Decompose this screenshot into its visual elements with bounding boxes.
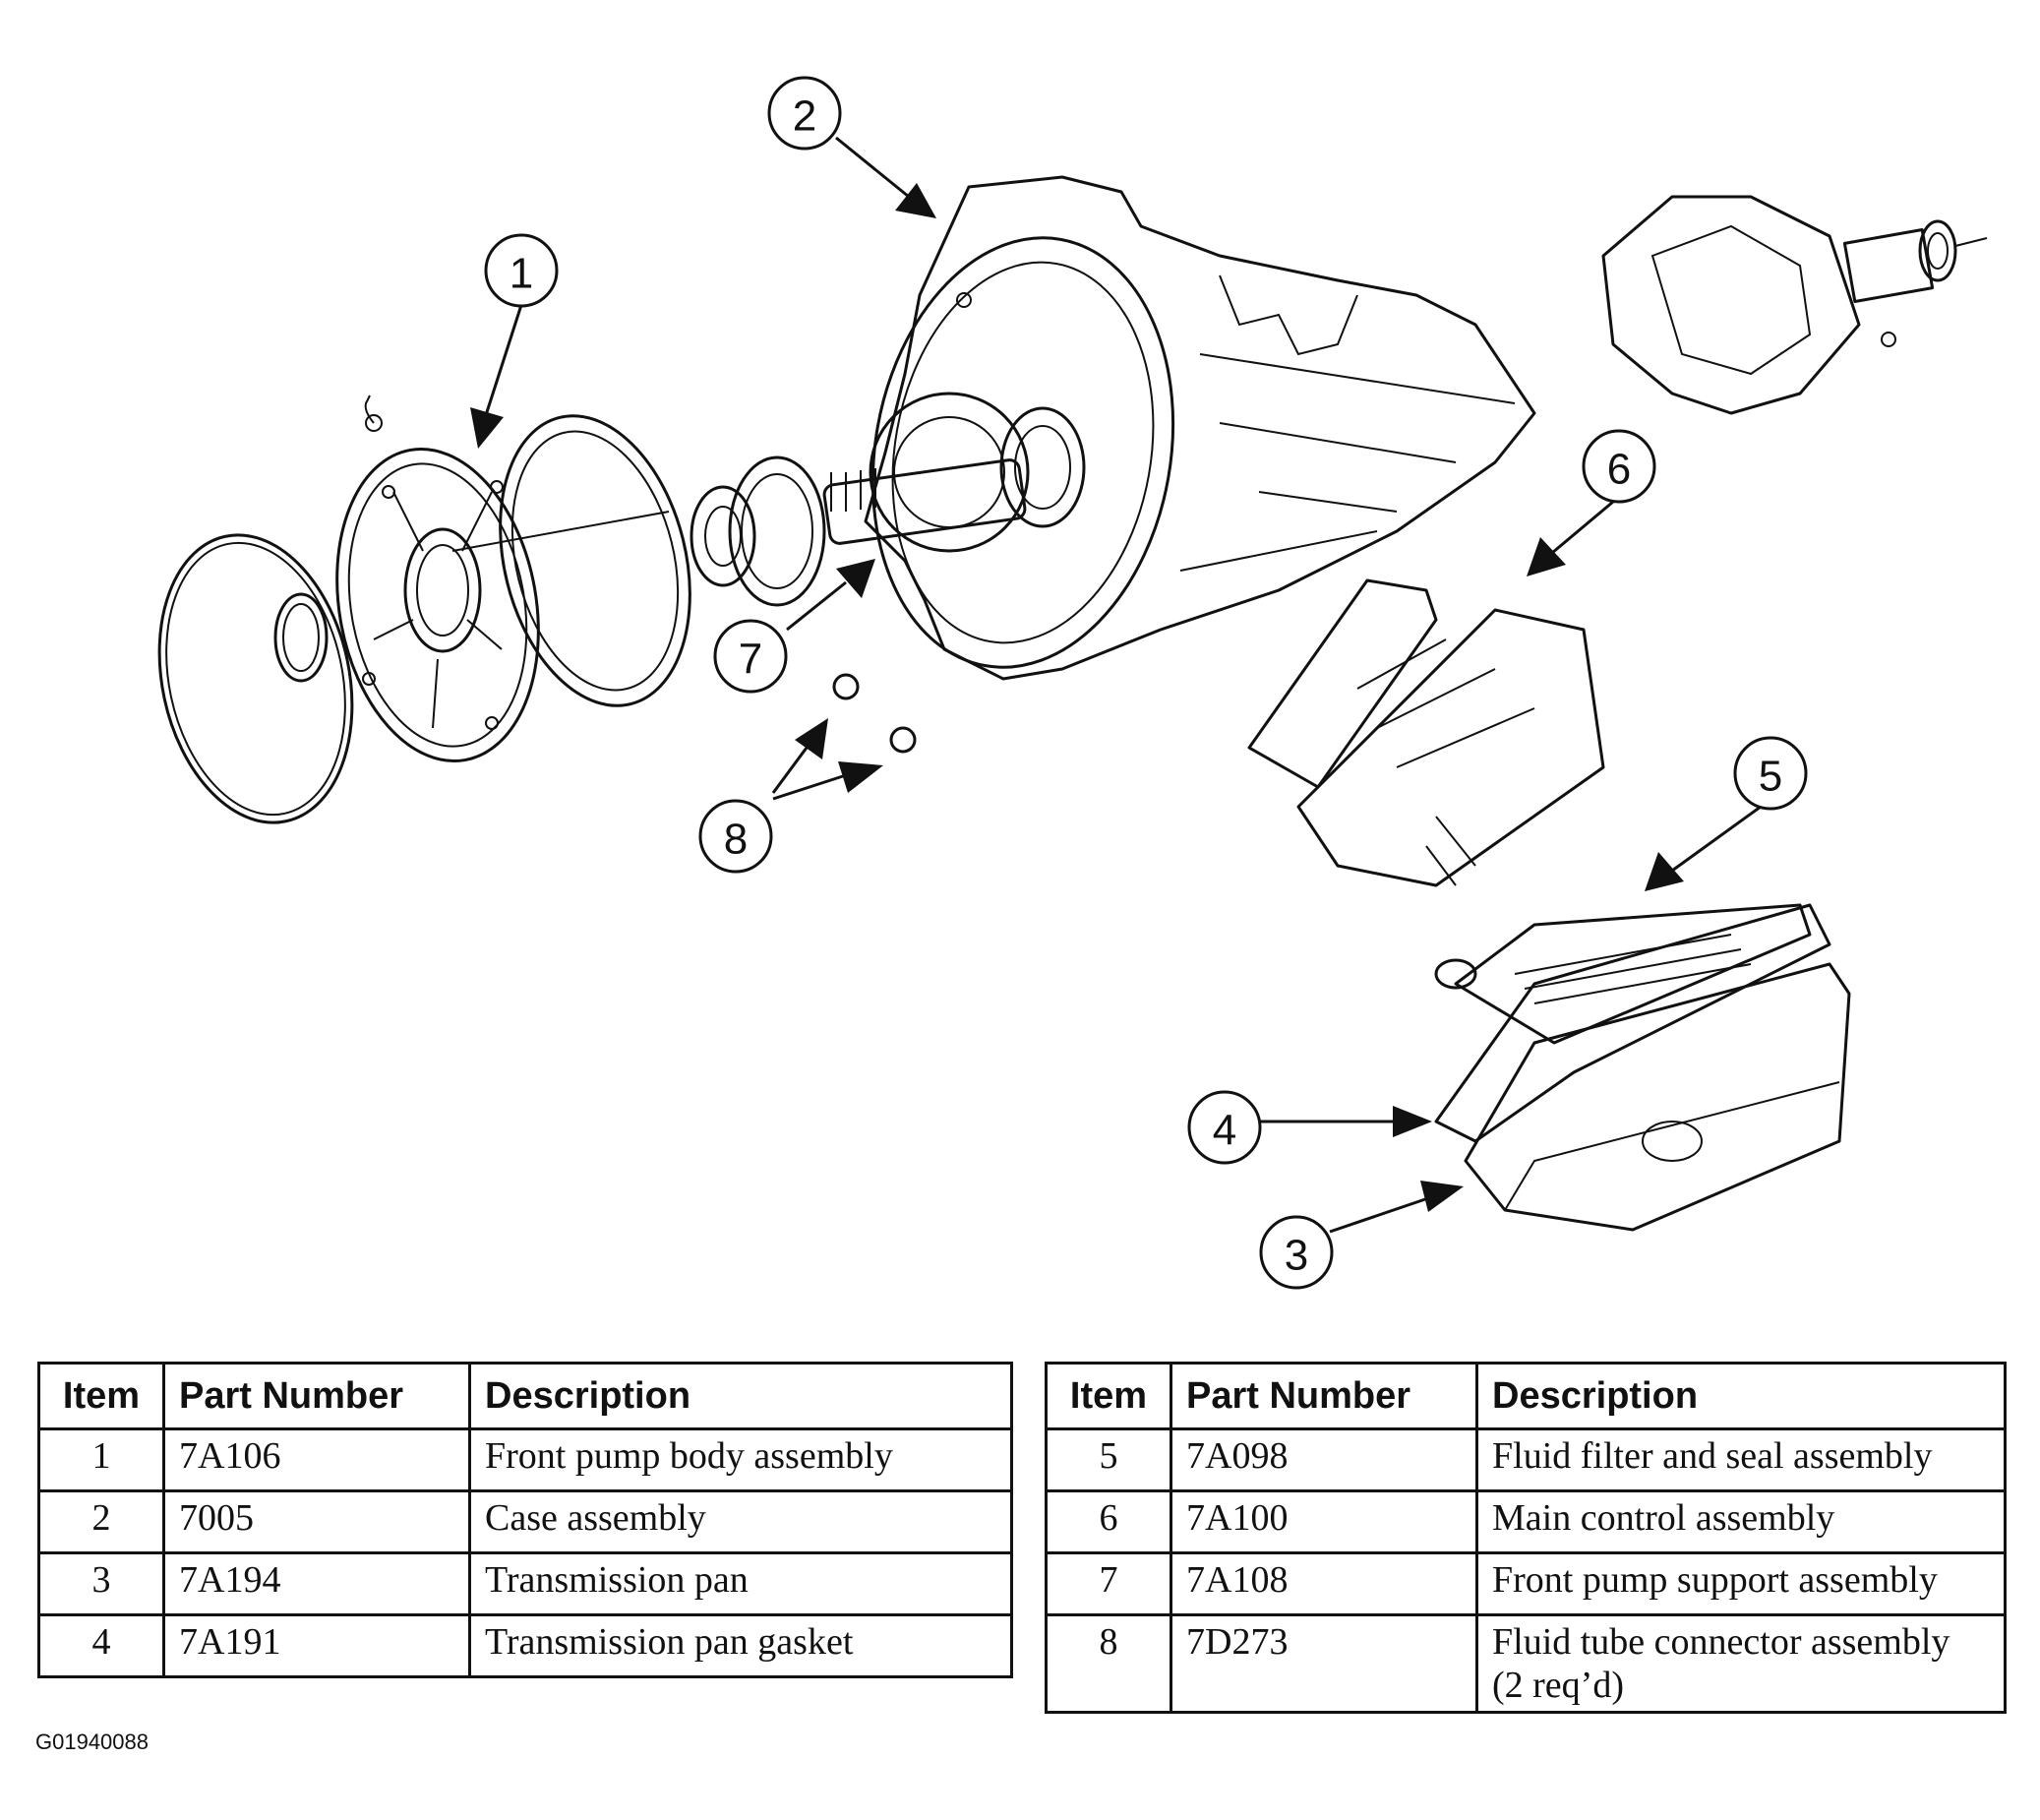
transmission-pan [1464, 962, 1851, 1232]
cell-description: Front pump body assembly [468, 1427, 1013, 1492]
table-header-row: Item Part Number Description [1045, 1362, 2007, 1430]
front-pump-o-ring [157, 533, 354, 824]
case-assembly [864, 175, 1536, 681]
cell-part-number: 7A108 [1170, 1551, 1478, 1616]
pan-gasket [1434, 903, 1831, 1143]
parts-table-right: Item Part Number Description 5 7A098 Flu… [1045, 1362, 2007, 1714]
fluid-tube-connectors [832, 673, 917, 754]
table-row: 6 7A100 Main control assembly [1045, 1489, 2007, 1554]
callout-label-5: 5 [1759, 753, 1782, 801]
cell-description: Case assembly [468, 1489, 1013, 1554]
cell-description: Transmission pan gasket [468, 1613, 1013, 1678]
cell-part-number: 7005 [162, 1489, 471, 1554]
cell-part-number: 7A106 [162, 1427, 471, 1492]
cell-item: 2 [37, 1489, 165, 1554]
table-header-row: Item Part Number Description [37, 1362, 1013, 1430]
cell-item: 1 [37, 1427, 165, 1492]
cell-item: 3 [37, 1551, 165, 1616]
main-control-assembly [1247, 578, 1605, 887]
callout-label-4: 4 [1213, 1107, 1236, 1155]
callout-8: 8 [698, 799, 773, 874]
pump-gasket [451, 414, 691, 707]
callout-label-7: 7 [739, 636, 762, 684]
table-row: 4 7A191 Transmission pan gasket [37, 1613, 1013, 1678]
cell-part-number: 7A100 [1170, 1489, 1478, 1554]
callout-4: 4 [1187, 1090, 1262, 1165]
cell-description: Fluid tube connector assembly (2 req’d) [1475, 1613, 2007, 1714]
table-row: 2 7005 Case assembly [37, 1489, 1013, 1554]
header-part-number: Part Number [162, 1362, 471, 1430]
callout-label-2: 2 [793, 92, 816, 141]
figure-id: G01940088 [35, 1729, 149, 1754]
table-row: 3 7A194 Transmission pan [37, 1551, 1013, 1616]
table-row: 8 7D273 Fluid tube connector assembly (2… [1045, 1613, 2007, 1714]
description-line-2: (2 req’d) [1492, 1665, 1624, 1706]
table-row: 1 7A106 Front pump body assembly [37, 1427, 1013, 1492]
extension-housing [1601, 195, 1988, 415]
callout-label-3: 3 [1285, 1232, 1308, 1280]
cell-item: 5 [1045, 1427, 1172, 1492]
cell-description: Front pump support assembly [1475, 1551, 2007, 1616]
callout-7: 7 [713, 619, 788, 694]
callout-2: 2 [767, 76, 842, 151]
front-pump-body [335, 394, 540, 763]
parts-table-left: Item Part Number Description 1 7A106 Fro… [37, 1362, 1013, 1678]
cell-item: 4 [37, 1613, 165, 1678]
header-description: Description [468, 1362, 1013, 1430]
header-item: Item [1045, 1362, 1172, 1430]
callout-5: 5 [1733, 736, 1808, 811]
cell-item: 7 [1045, 1551, 1172, 1616]
header-description: Description [1475, 1362, 2007, 1430]
header-part-number: Part Number [1170, 1362, 1478, 1430]
cell-part-number: 7A194 [162, 1551, 471, 1616]
leader-lines [470, 136, 1762, 1234]
cell-part-number: 7A191 [162, 1613, 471, 1678]
cell-part-number: 7D273 [1170, 1613, 1478, 1714]
cell-part-number: 7A098 [1170, 1427, 1478, 1492]
cell-item: 6 [1045, 1489, 1172, 1554]
cell-description: Main control assembly [1475, 1489, 2007, 1554]
pump-gears [690, 455, 826, 607]
callout-6: 6 [1582, 429, 1656, 504]
header-item: Item [37, 1362, 165, 1430]
callout-3: 3 [1259, 1215, 1334, 1290]
callout-label-8: 8 [724, 816, 748, 864]
fluid-filter [1434, 903, 1812, 1045]
cell-item: 8 [1045, 1613, 1172, 1714]
description-line-1: Fluid tube connector assembly [1492, 1621, 1950, 1663]
callout-label-6: 6 [1607, 446, 1631, 494]
cell-description: Transmission pan [468, 1551, 1013, 1616]
callout-label-1: 1 [510, 250, 533, 298]
front-pump-support [822, 392, 1086, 553]
callout-1: 1 [484, 233, 559, 308]
cell-description: Fluid filter and seal assembly [1475, 1427, 2007, 1492]
table-row: 7 7A108 Front pump support assembly [1045, 1551, 2007, 1616]
table-row: 5 7A098 Fluid filter and seal assembly [1045, 1427, 2007, 1492]
